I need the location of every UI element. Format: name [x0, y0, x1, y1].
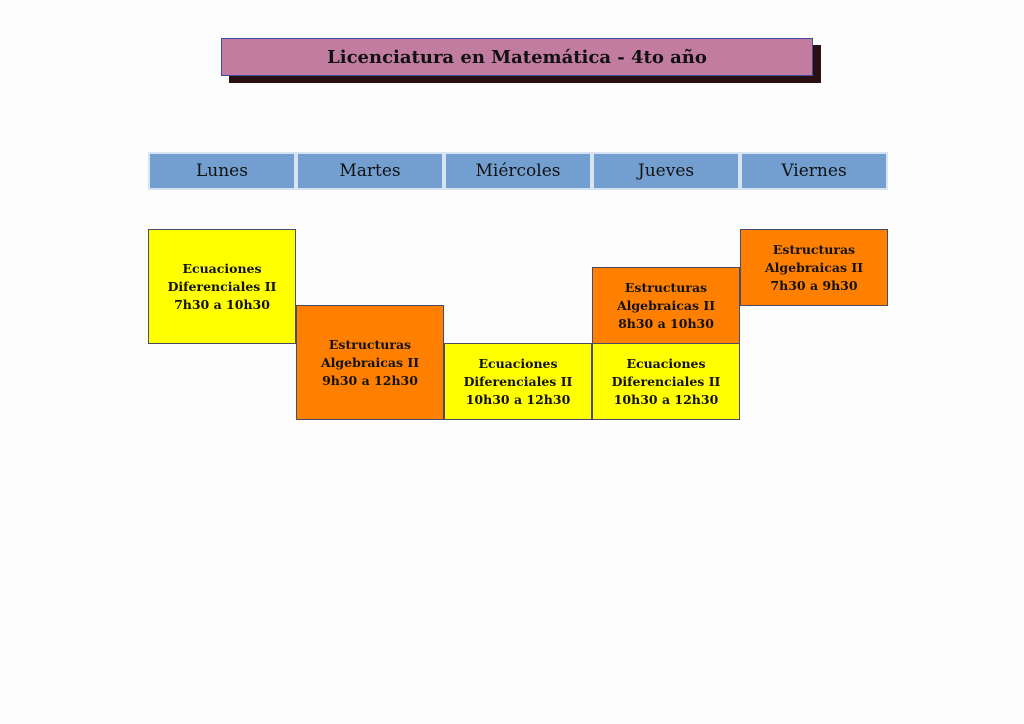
course-name-line1: Estructuras	[328, 336, 412, 352]
class-block-lunes-ecuaciones: Ecuaciones Diferenciales II 7h30 a 10h30	[148, 229, 296, 344]
day-label: Viernes	[781, 161, 847, 181]
page-title-text: Licenciatura en Matemática - 4to año	[327, 46, 707, 68]
day-label: Lunes	[196, 161, 248, 181]
course-time: 8h30 a 10h30	[618, 315, 714, 331]
course-name-line2: Algebraicas II	[764, 259, 864, 275]
course-name-line2: Diferenciales II	[611, 373, 721, 389]
day-header-lunes: Lunes	[148, 152, 296, 190]
day-header-jueves: Jueves	[592, 152, 740, 190]
day-label: Martes	[339, 161, 401, 181]
course-name-line1: Ecuaciones	[626, 355, 706, 371]
course-name-line1: Ecuaciones	[478, 355, 558, 371]
course-time: 10h30 a 12h30	[465, 391, 571, 407]
course-time: 7h30 a 9h30	[770, 277, 858, 293]
course-time: 9h30 a 12h30	[322, 372, 418, 388]
class-block-miercoles-ecuaciones: Ecuaciones Diferenciales II 10h30 a 12h3…	[444, 343, 592, 420]
page-title: Licenciatura en Matemática - 4to año	[221, 38, 813, 76]
class-block-martes-estructuras: Estructuras Algebraicas II 9h30 a 12h30	[296, 305, 444, 420]
course-time: 10h30 a 12h30	[613, 391, 719, 407]
course-time: 7h30 a 10h30	[174, 296, 270, 312]
class-block-jueves-ecuaciones: Ecuaciones Diferenciales II 10h30 a 12h3…	[592, 343, 740, 420]
course-name-line2: Diferenciales II	[463, 373, 573, 389]
day-header-miercoles: Miércoles	[444, 152, 592, 190]
course-name-line2: Diferenciales II	[167, 278, 277, 294]
class-block-jueves-estructuras: Estructuras Algebraicas II 8h30 a 10h30	[592, 267, 740, 344]
day-label: Miércoles	[475, 161, 561, 181]
day-header-martes: Martes	[296, 152, 444, 190]
course-name-line1: Estructuras	[624, 279, 708, 295]
day-header-viernes: Viernes	[740, 152, 888, 190]
course-name-line1: Estructuras	[772, 241, 856, 257]
course-name-line1: Ecuaciones	[182, 260, 262, 276]
course-name-line2: Algebraicas II	[616, 297, 716, 313]
day-label: Jueves	[637, 161, 695, 181]
course-name-line2: Algebraicas II	[320, 354, 420, 370]
class-block-viernes-estructuras: Estructuras Algebraicas II 7h30 a 9h30	[740, 229, 888, 306]
